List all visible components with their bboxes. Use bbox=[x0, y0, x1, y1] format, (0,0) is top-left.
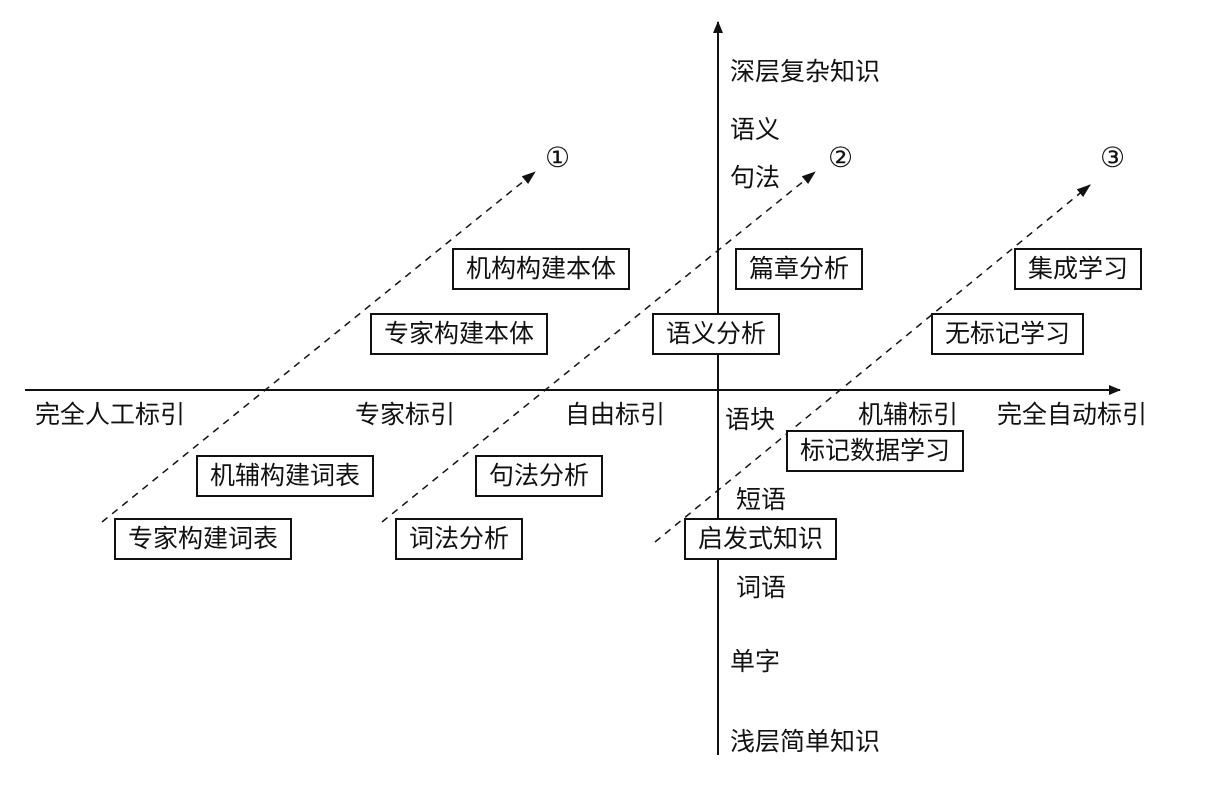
vertical-label-phrase: 短语 bbox=[736, 485, 787, 514]
path-3-marker: ③ bbox=[1100, 141, 1126, 174]
vertical-label-chunk: 语块 bbox=[725, 405, 776, 434]
path-2-step-3-box: 语义分析 bbox=[652, 313, 781, 355]
path-2-arrow bbox=[381, 171, 816, 523]
vertical-label-word: 词语 bbox=[736, 573, 787, 602]
horizontal-tick-free-indexing: 自由标引 bbox=[565, 400, 666, 429]
path-3-step-3-box: 无标记学习 bbox=[931, 313, 1085, 355]
horizontal-tick-expert-indexing: 专家标引 bbox=[355, 400, 456, 429]
path-1-marker: ① bbox=[545, 141, 571, 174]
path-1-step-3-box: 专家构建本体 bbox=[370, 313, 549, 355]
vertical-label-semantics: 语义 bbox=[730, 115, 781, 144]
path-2-step-2-box: 句法分析 bbox=[475, 455, 604, 497]
vertical-label-character: 单字 bbox=[730, 647, 781, 676]
path-3-step-4-box: 集成学习 bbox=[1014, 248, 1143, 290]
path-2-marker: ② bbox=[828, 141, 854, 174]
path-2-step-1-box: 词法分析 bbox=[395, 518, 524, 560]
vertical-axis-bottom-label: 浅层简单知识 bbox=[730, 727, 881, 756]
path-2-step-4-box: 篇章分析 bbox=[735, 248, 864, 290]
path-3-step-1-box: 启发式知识 bbox=[684, 518, 838, 560]
horizontal-axis-left-label: 完全人工标引 bbox=[35, 400, 186, 429]
path-1-step-2-box: 机辅构建词表 bbox=[196, 455, 375, 497]
path-1-step-4-box: 机构构建本体 bbox=[452, 248, 631, 290]
horizontal-axis-right-label: 完全自动标引 bbox=[997, 400, 1148, 429]
vertical-axis-top-label: 深层复杂知识 bbox=[730, 57, 881, 86]
path-1-step-1-box: 专家构建词表 bbox=[114, 518, 293, 560]
path-1-arrow bbox=[101, 171, 536, 523]
horizontal-tick-machine-aided-indexing: 机辅标引 bbox=[858, 400, 959, 429]
vertical-label-syntax: 句法 bbox=[730, 163, 781, 192]
path-3-arrow bbox=[654, 184, 1091, 543]
path-3-step-2-box: 标记数据学习 bbox=[786, 430, 965, 472]
